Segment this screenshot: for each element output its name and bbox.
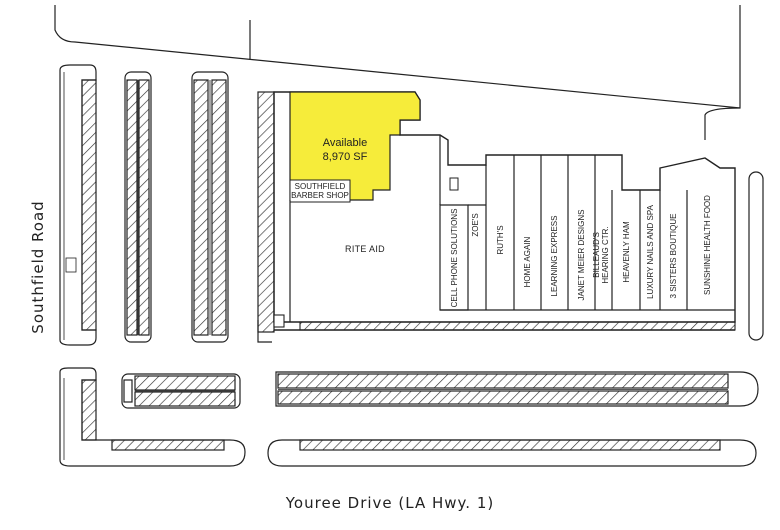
- available-area: 8,970 SF: [323, 151, 368, 163]
- tenant-heavenly-ham: HEAVENLY HAM: [622, 221, 631, 283]
- tenant-learning-express: LEARNING EXPRESS: [550, 216, 559, 297]
- cell-phone-label: CELL PHONE SOLUTIONS: [450, 209, 459, 308]
- parking-island-left-1: [59, 64, 97, 346]
- ruths-label: RUTH'S: [496, 225, 505, 254]
- road-label-southfield: Southfield Road: [29, 200, 47, 334]
- tenant-luxury-nails-and-spa: LUXURY NAILS AND SPA: [646, 204, 655, 298]
- parking-island-left-3: [191, 71, 229, 343]
- learning-express-label: LEARNING EXPRESS: [550, 216, 559, 297]
- available-label: Available: [323, 137, 367, 149]
- parking-island-bottom-right: [275, 371, 759, 407]
- tenant-billeauds-hearing-ctr: BILLEAUD'S HEARING CTR.: [592, 226, 610, 283]
- tenant-southfield-barber-shop: SOUTHFIELD BARBER SHOP: [289, 179, 351, 203]
- tenant-rite-aid: RITE AID: [289, 135, 459, 322]
- three-sisters-label: 3 SISTERS BOUTIQUE: [669, 214, 678, 299]
- parking-island-left-2: [124, 71, 152, 343]
- tenant-sunshine-health-food: SUNSHINE HEALTH FOOD: [703, 195, 712, 295]
- tenant-janet-meier-designs: JANET MEIER DESIGNS: [577, 210, 586, 301]
- barber-label-2: BARBER SHOP: [291, 191, 349, 200]
- home-again-label: HOME AGAIN: [523, 236, 532, 287]
- tenant-cell-phone-solutions: CELL PHONE SOLUTIONS: [450, 209, 459, 308]
- rite-aid-label: RITE AID: [345, 244, 385, 254]
- billeaud-label-2: HEARING CTR.: [601, 226, 610, 283]
- road-label-youree: Youree Drive (LA Hwy. 1): [285, 494, 495, 512]
- tenant-3-sisters-boutique: 3 SISTERS BOUTIQUE: [669, 214, 678, 299]
- parking-island-right: [748, 171, 764, 341]
- heavenly-ham-label: HEAVENLY HAM: [622, 221, 631, 283]
- barber-label-1: SOUTHFIELD: [295, 182, 346, 191]
- tenant-dividers: [439, 155, 735, 311]
- parking-island-bottom-front: [267, 439, 757, 467]
- tenant-home-again: HOME AGAIN: [523, 236, 532, 287]
- tenant-ruths: RUTH'S: [496, 225, 505, 254]
- sunshine-label: SUNSHINE HEALTH FOOD: [703, 195, 712, 295]
- billeaud-label-1: BILLEAUD'S: [592, 232, 601, 278]
- top-boundary: [54, 5, 741, 140]
- janet-meier-label: JANET MEIER DESIGNS: [577, 210, 586, 301]
- building-side-hatch: [257, 91, 275, 343]
- parking-island-bottom-left: [59, 367, 246, 467]
- parking-island-bottom-middle: [121, 373, 241, 409]
- luxury-nails-label: LUXURY NAILS AND SPA: [646, 204, 655, 298]
- available-space[interactable]: Available 8,970 SF: [289, 91, 421, 201]
- front-walkway-hatch: [273, 314, 736, 331]
- tenant-zoes: ZOE'S: [471, 213, 480, 236]
- zoes-label: ZOE'S: [471, 213, 480, 236]
